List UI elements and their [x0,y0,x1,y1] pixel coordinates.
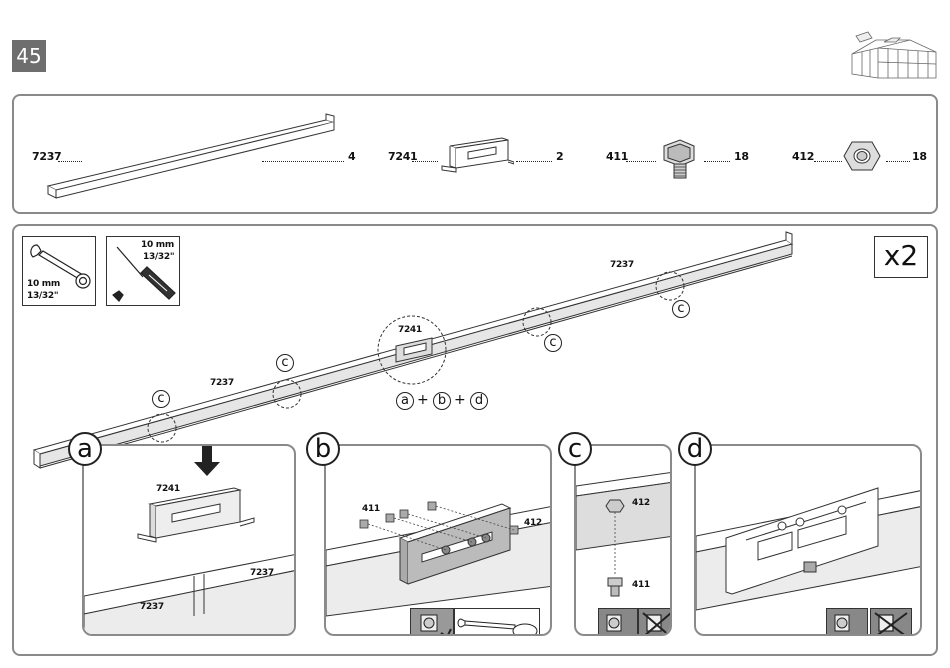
correct-orientation-icon-d [826,608,868,636]
leader-dots [262,161,344,162]
tighten-bolt-icon [410,608,454,636]
detail-a-bracket-label: 7241 [156,484,180,494]
leader-dots [626,161,656,162]
part-qty-411: 18 [734,150,749,163]
callout-c-1: c [672,300,690,318]
leader-dots [704,161,730,162]
callout-c-2: c [544,334,562,352]
sequence-d: d [470,392,488,410]
sequence-a: a [396,392,414,410]
detail-a-rail-left-label: 7237 [140,602,164,612]
bracket-7241-drawing [440,134,514,174]
detail-c-nut-label: 412 [632,498,650,508]
page-number: 45 [12,40,46,72]
correct-orientation-icon [598,608,638,636]
callout-c-4: c [152,390,170,408]
part-qty-7241: 2 [556,150,563,163]
part-qty-412: 18 [912,150,927,163]
part-code-411: 411 [606,150,628,163]
bolt-411-icon [658,136,702,180]
detail-b-nut-label: 412 [524,518,542,528]
leader-dots [814,161,842,162]
wrong-orientation-icon [638,608,672,636]
sequence-plus-1: + [417,392,429,408]
callout-c-3: c [276,354,294,372]
detail-b-panel: 411 412 [324,444,552,636]
leader-dots [516,161,552,162]
greenhouse-thumbnail [848,30,940,82]
nut-412-icon [842,138,882,174]
rail-7237-drawing [44,112,344,200]
bracket-label-overview: 7241 [398,325,422,335]
detail-c-bolt-label: 411 [632,580,650,590]
detail-c-panel: 412 411 [574,444,672,636]
wrong-orientation-icon-d [870,608,912,636]
step-a-badge: a [68,432,102,466]
rail-label-left: 7237 [210,378,234,388]
multiplier-badge: x2 [874,236,928,278]
detail-a-panel: 7241 7237 7237 [82,444,296,636]
sequence-b: b [433,392,451,410]
part-qty-7237: 4 [348,150,355,163]
wrench-use-icon [454,608,540,636]
step-c-badge: c [558,432,592,466]
step-b-badge: b [306,432,340,466]
leader-dots [886,161,910,162]
sequence-plus-2: + [454,392,466,408]
detail-b-bolt-label: 411 [362,504,380,514]
leader-dots [412,161,438,162]
part-code-412: 412 [792,150,814,163]
step-d-badge: d [678,432,712,466]
detail-a-rail-right-label: 7237 [250,568,274,578]
rail-label-top: 7237 [610,260,634,270]
detail-d-panel [694,444,922,636]
